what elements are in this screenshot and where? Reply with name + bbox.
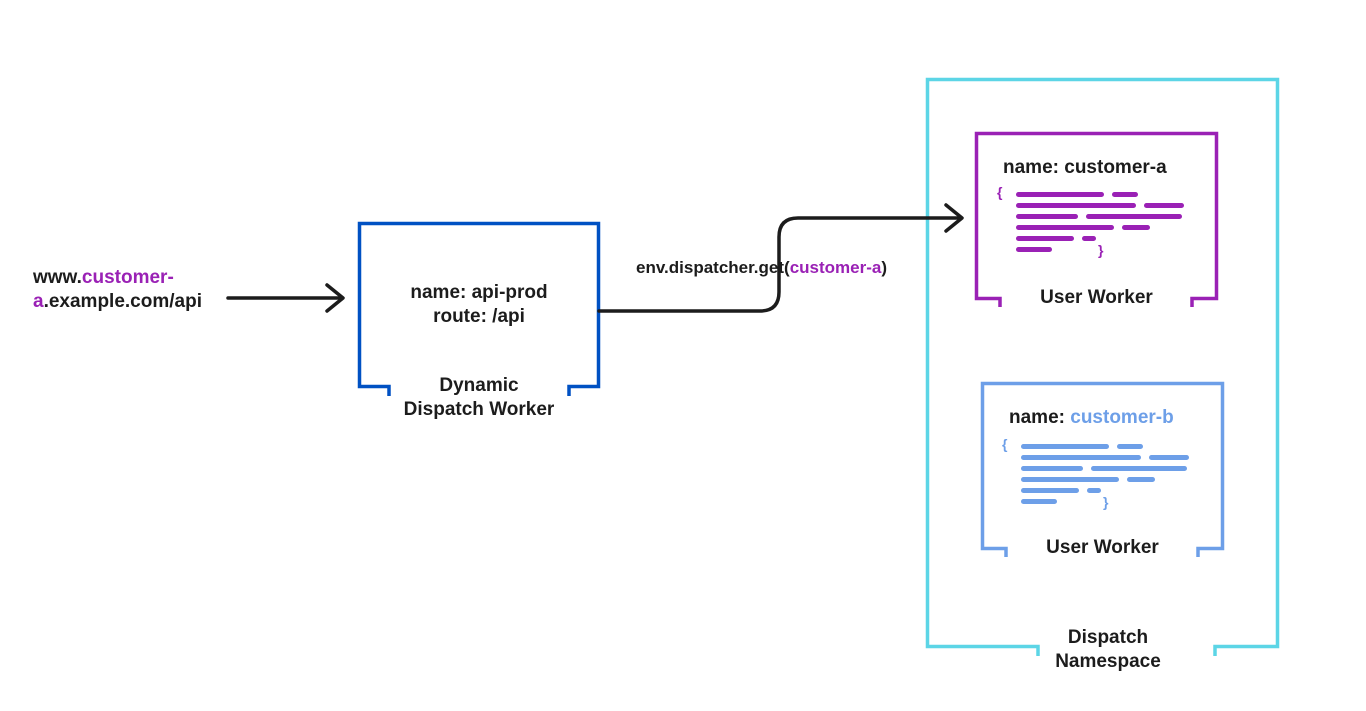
worker-a-code-lines (1016, 192, 1184, 252)
dispatcher-call-suffix: ) (881, 258, 887, 277)
dispatch-namespace-caption-line1: Dispatch (1067, 627, 1149, 648)
dispatcher-call-prefix: env.dispatcher.get( (636, 258, 790, 277)
dispatch-worker-caption-line2: Dispatch Worker (403, 399, 555, 420)
dispatcher-call-argument: customer-a (789, 258, 882, 277)
worker-b-name: name: customer-b (1009, 406, 1174, 430)
dynamic-dispatch-worker-border (357, 221, 601, 396)
worker-b-open-brace: { (1002, 436, 1008, 452)
worker-b-name-value: customer-b (1070, 407, 1174, 428)
dispatch-namespace-caption: Dispatch Namespace (1008, 626, 1208, 674)
worker-a-caption: User Worker (1040, 287, 1153, 308)
dispatcher-call-label: env.dispatcher.get(customer-a) (636, 257, 887, 279)
request-arrow-head (325, 283, 345, 313)
dispatch-worker-caption-line1: Dynamic (439, 375, 519, 396)
worker-b-name-prefix: name: (1009, 407, 1071, 428)
worker-a-name-value: customer-a (1064, 157, 1167, 178)
user-worker-a-border (974, 131, 1219, 307)
worker-b-caption: User Worker (1046, 537, 1159, 558)
user-worker-b-border (980, 381, 1225, 557)
url-customer-highlight: customer- (81, 267, 174, 288)
dispatch-worker-caption: Dynamic Dispatch Worker (359, 374, 599, 422)
url-prefix: www. (33, 267, 82, 288)
request-url-line1: www.customer- (33, 266, 202, 290)
worker-a-close-brace: } (1098, 242, 1104, 258)
worker-b-close-brace: } (1103, 494, 1109, 510)
request-url-line2: a.example.com/api (33, 290, 202, 314)
dispatch-namespace-caption-line2: Namespace (1055, 651, 1161, 672)
worker-a-name-prefix: name: (1003, 157, 1065, 178)
dispatch-worker-name: name: api-prod (410, 282, 548, 303)
url-subdomain-highlight: a (33, 291, 44, 312)
dispatch-worker-config: name: api-prod route: /api (359, 281, 599, 329)
dispatch-namespace-border (925, 77, 1280, 656)
request-url: www.customer- a.example.com/api (33, 266, 202, 314)
dispatcher-arrow-line (597, 216, 960, 313)
worker-a-name: name: customer-a (1003, 156, 1167, 180)
worker-b-code-lines (1021, 444, 1189, 504)
url-suffix: .example.com/api (43, 291, 202, 312)
dispatch-worker-route: route: /api (433, 306, 525, 327)
worker-a-open-brace: { (997, 184, 1003, 200)
dispatcher-arrow-head (944, 203, 964, 233)
